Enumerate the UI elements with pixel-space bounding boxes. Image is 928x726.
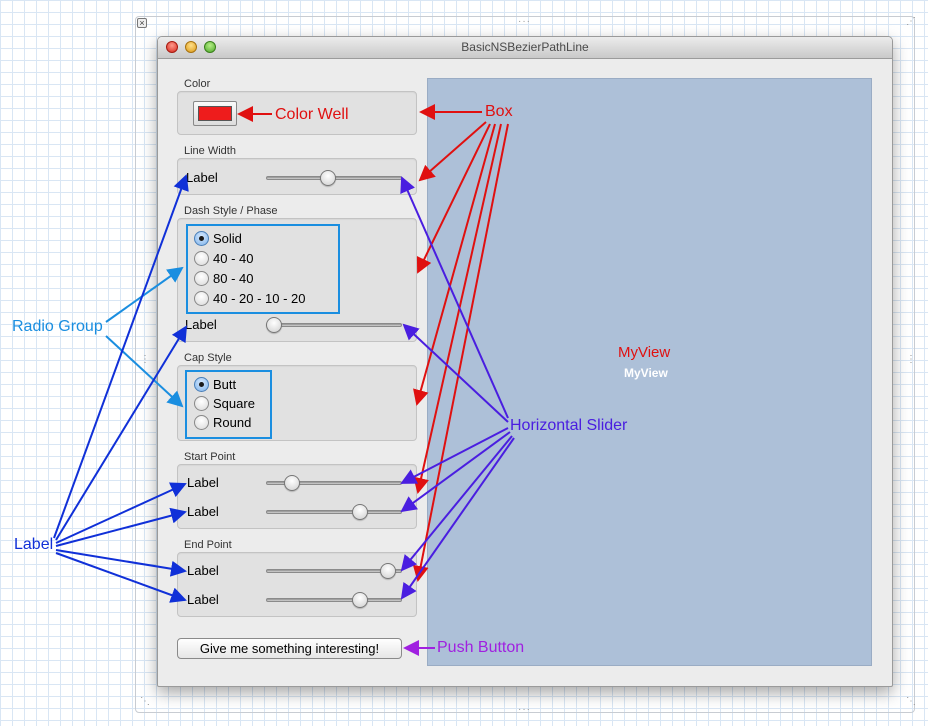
annotation-label: Label [14,536,54,553]
color-well-swatch [198,106,232,121]
radio-button-icon[interactable] [194,377,209,392]
slider-knob[interactable] [320,170,336,186]
line-width-group-title: Line Width [184,145,236,157]
slider-knob[interactable] [352,592,368,608]
cap-style-group-title: Cap Style [184,352,232,364]
radio-button-icon[interactable] [194,231,209,246]
radio-label: 40 - 20 - 10 - 20 [213,291,306,306]
line-width-slider[interactable] [266,170,402,186]
slider-track [266,510,402,514]
start-point-group-title: Start Point [184,451,236,463]
window-zoom-icon[interactable] [204,41,216,53]
end-y-slider[interactable] [266,592,402,608]
my-view-title: MyView [618,344,671,361]
dash-phase-slider[interactable] [266,317,402,333]
dash-radio-group [186,224,340,314]
start-y-label: Label [187,504,219,519]
radio-label: Square [213,396,255,411]
radio-button-icon[interactable] [194,251,209,266]
resize-handle-corner-tr-icon[interactable]: ⋰ [906,16,917,27]
resize-handle-corner-br-icon[interactable]: ⋱ [906,696,917,707]
color-group-title: Color [184,78,211,90]
slider-knob[interactable] [380,563,396,579]
dash-phase-label: Label [185,317,217,332]
slider-knob[interactable] [266,317,282,333]
start-y-slider[interactable] [266,504,402,520]
end-x-label: Label [187,563,219,578]
radio-option[interactable]: 40 - 40 [194,249,334,269]
resize-handle-right-icon[interactable]: ⋮ [906,354,917,365]
annotation-radio-group: Radio Group [12,318,103,335]
dash-style-group-title: Dash Style / Phase [184,205,278,217]
end-x-slider[interactable] [266,563,402,579]
resize-handle-bottom-icon[interactable]: ··· [518,704,531,715]
start-x-slider[interactable] [266,475,402,491]
radio-option[interactable]: 40 - 20 - 10 - 20 [194,289,334,309]
resize-handle-corner-bl-icon[interactable]: ⋱ [140,696,151,707]
radio-button-icon[interactable] [194,396,209,411]
annotation-box: Box [485,103,513,120]
slider-track [266,323,402,327]
resize-handle-left-icon[interactable]: ⋮ [140,354,151,365]
radio-option[interactable]: Round [194,413,268,433]
radio-label: 40 - 40 [213,251,254,266]
radio-button-icon[interactable] [194,271,209,286]
radio-label: 80 - 40 [213,271,254,286]
radio-label: Round [213,415,252,430]
radio-option[interactable]: 80 - 40 [194,269,334,289]
title-bar[interactable]: BasicNSBezierPathLine [158,37,892,59]
slider-track [266,598,402,602]
give-me-something-button[interactable]: Give me something interesting! [177,638,402,659]
my-view-subtitle: MyView [624,366,668,380]
canvas-close-icon[interactable]: × [137,18,147,28]
slider-knob[interactable] [352,504,368,520]
window-title: BasicNSBezierPathLine [461,40,589,54]
start-x-label: Label [187,475,219,490]
radio-option[interactable]: Solid [194,229,334,249]
window-minimize-icon[interactable] [185,41,197,53]
end-point-group-title: End Point [184,539,232,551]
annotation-push-button: Push Button [437,639,525,656]
radio-option[interactable]: Square [194,394,268,414]
radio-option[interactable]: Butt [194,375,268,395]
radio-button-icon[interactable] [194,415,209,430]
dash-style-group-box [177,218,417,342]
radio-button-icon[interactable] [194,291,209,306]
end-point-group-box [177,552,417,617]
annotation-horizontal-slider: Horizontal Slider [510,417,628,434]
slider-knob[interactable] [284,475,300,491]
line-width-label: Label [186,170,218,185]
annotation-color-well: Color Well [275,106,349,123]
radio-label: Butt [213,377,237,392]
window-close-icon[interactable] [166,41,178,53]
start-point-group-box [177,464,417,529]
color-well[interactable] [193,101,237,126]
resize-handle-top-icon[interactable]: ··· [518,16,531,27]
my-view[interactable]: MyView MyView [427,78,872,666]
end-y-label: Label [187,592,219,607]
radio-label: Solid [213,231,242,246]
